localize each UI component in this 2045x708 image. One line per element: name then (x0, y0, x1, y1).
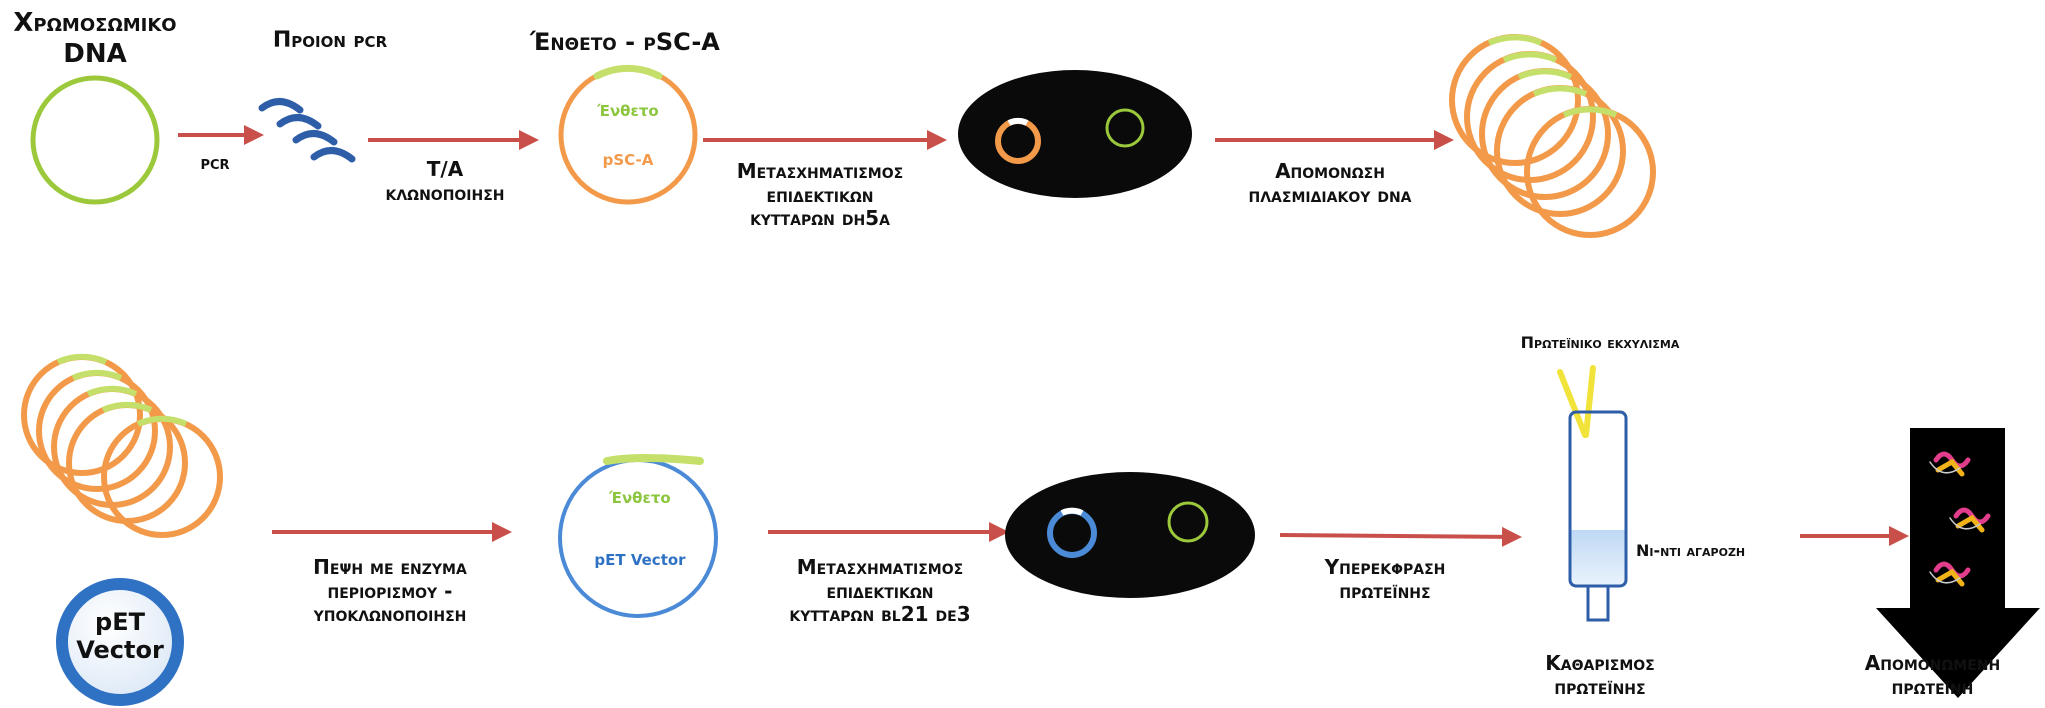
isolation-label: Απομονωση πλασμιδιακου dna (1248, 159, 1412, 207)
ta-cloning-label: Τ/Α κλωνοποιηση (385, 157, 505, 205)
pet-insert-text: Ένθετο (609, 489, 671, 507)
isolated-protein-graphic (1876, 428, 2040, 698)
overexpression-label: Υπερεκφραση πρωτεϊνης (1324, 555, 1446, 603)
protein-structure-3 (1929, 561, 1971, 587)
pet-vector-badge (56, 578, 184, 706)
pet-vector-text: pET Vector (594, 551, 686, 569)
psca-vector-text: pSC-A (602, 151, 654, 169)
cell-bl21 (1005, 472, 1255, 598)
digestion-label: Πεψη με ενζυμα περιορισμου - υποκλωνοποι… (313, 555, 467, 627)
resin-label: Ni-nti αγαροζη (1636, 541, 1746, 560)
psca-insert-text: Ένθετο (597, 102, 659, 120)
pet-plasmid (558, 454, 718, 618)
arrow-overexpression (1279, 526, 1522, 547)
pcr-arrow-label: pcr (200, 153, 230, 174)
pcr-product-fragments (258, 98, 356, 163)
isolated-protein-label: Απομονωμενη πρωτεϊνη (1864, 651, 2001, 699)
purification-label: Καθαρισμος πρωτεϊνης (1545, 651, 1655, 699)
protein-extract-label: Πρωτεϊνικο εκχυλισμα (1520, 333, 1680, 352)
protein-structure-1 (1929, 451, 1971, 477)
transformation-dh5a-label: Μετασχηματισμος επιδεκτικων κυτταρων dh5… (736, 159, 904, 231)
pcr-product-label: Προιον pcr (272, 28, 388, 53)
plasmid-stack-row1 (1452, 37, 1653, 235)
chromosomal-dna-label: Χρωμοσωμικο DNA (13, 8, 177, 69)
psca-plasmid (558, 64, 698, 205)
protein-structure-2 (1949, 507, 1991, 533)
insert-psca-title: Ένθετο - pSC-A (530, 28, 720, 56)
transformation-bl21-label: Μετασχηματισμος επιδεκτικων κυτταρων bl2… (789, 555, 971, 627)
chromosomal-dna-ring (30, 75, 160, 205)
cell-dh5a (958, 70, 1192, 198)
purification-column (1557, 365, 1628, 622)
plasmid-stack-row2 (24, 357, 220, 535)
pet-badge-label: pET Vector (76, 608, 164, 665)
